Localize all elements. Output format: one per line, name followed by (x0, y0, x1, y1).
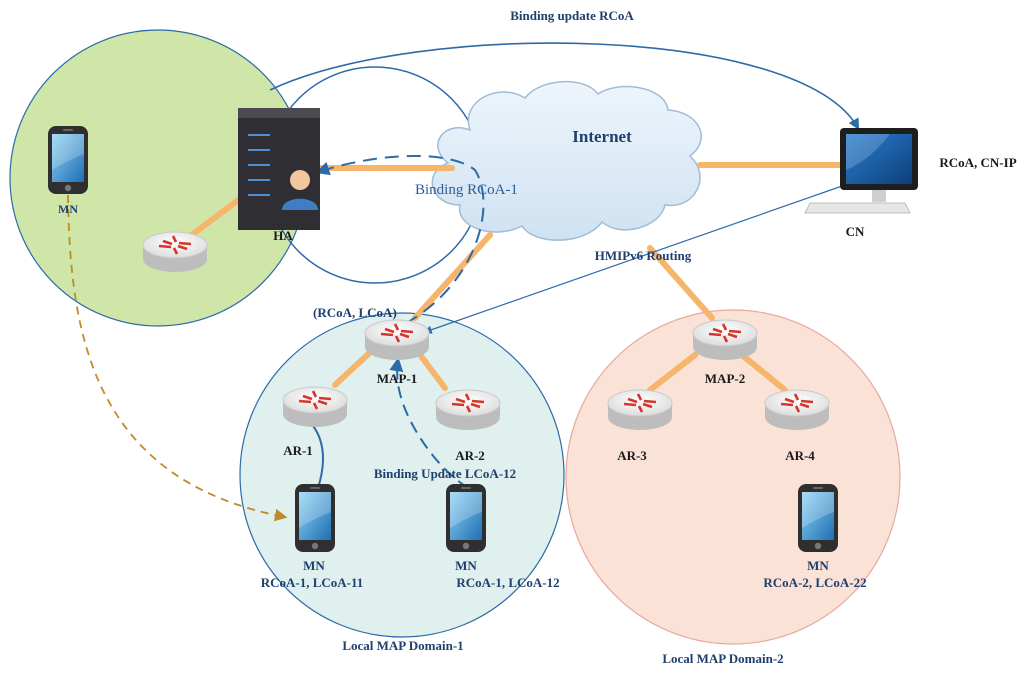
local-map-domain-2-circle (565, 309, 901, 645)
ar-3-label: AR-3 (617, 448, 647, 463)
ar-1-router-icon (281, 385, 349, 429)
mn-3-phone-icon (798, 484, 838, 552)
home-router-icon (141, 230, 209, 274)
internet-cloud (431, 81, 702, 241)
binding-rcoa-label: Binding RCoA-1 (415, 182, 518, 198)
mn-2-address: RCoA-1, LCoA-12 (456, 575, 559, 590)
cn-label: CN (846, 224, 865, 239)
mn-1-address: RCoA-1, LCoA-11 (261, 575, 364, 590)
cn-ip-label: RCoA, CN-IP (939, 155, 1016, 170)
binding-update-rcoa-arrow (269, 42, 860, 130)
ar-2-label: AR-2 (455, 448, 485, 463)
map-1-router-icon (363, 318, 431, 362)
binding-update-lcoa-arrow (389, 357, 469, 489)
map-2-router-icon (691, 318, 759, 362)
cn-computer-icon (804, 128, 918, 214)
mn-3-name: MN (807, 558, 829, 573)
internet-label: Internet (572, 127, 632, 146)
local-map-domain-2-label: Local MAP Domain-2 (662, 651, 783, 666)
ar-4-router-icon (763, 388, 831, 432)
mn-movement-arrow (67, 194, 288, 522)
ha-label: HA (273, 228, 293, 243)
local-map-domain-1-label: Local MAP Domain-1 (342, 638, 463, 653)
mn-2-name: MN (455, 558, 477, 573)
binding-update-lcoa-label: Binding Update LCoA-12 (374, 466, 516, 481)
home-mn-phone-icon (48, 126, 88, 194)
binding-update-rcoa-label: Binding update RCoA (510, 8, 634, 23)
mn-2-phone-icon (446, 484, 486, 552)
map-2-label: MAP-2 (705, 371, 745, 386)
ha-server-icon (238, 108, 320, 230)
ar-3-router-icon (606, 388, 674, 432)
mn-1-phone-icon (295, 484, 335, 552)
rcoa-lcoa-label: (RCoA, LCoA) (313, 305, 397, 320)
ar-1-label: AR-1 (283, 443, 313, 458)
map-1-label: MAP-1 (377, 371, 417, 386)
binding-rcoa-arrow (315, 154, 485, 334)
mn-3-address: RCoA-2, LCoA-22 (763, 575, 866, 590)
home-mn-label: MN (58, 202, 78, 216)
mn-1-name: MN (303, 558, 325, 573)
hmip-routing-label: HMIPv6 Routing (595, 248, 692, 263)
ar-2-router-icon (434, 388, 502, 432)
hmip-routing-arrow (423, 177, 866, 334)
ar-4-label: AR-4 (785, 448, 815, 463)
